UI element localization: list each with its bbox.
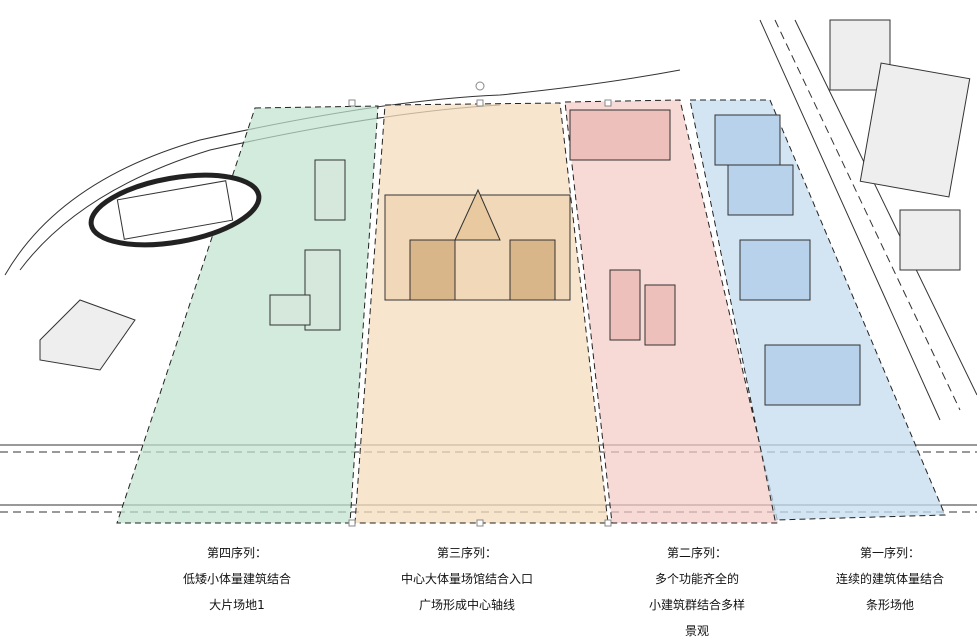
- caption-title: 第四序列：: [206, 546, 267, 560]
- caption-second-sequence: 第二序列： 多个功能齐全的 小建筑群结合多样 景观: [597, 540, 797, 644]
- zone-third-sequence: [354, 102, 609, 524]
- caption-line: 连续的建筑体量结合: [835, 572, 944, 586]
- caption-line: 小建筑群结合多样: [648, 598, 745, 612]
- caption-title: 第二序列：: [666, 546, 727, 560]
- caption-line: 多个功能齐全的: [654, 572, 739, 586]
- caption-fourth-sequence: 第四序列： 低矮小体量建筑结合 大片场地1: [137, 540, 337, 618]
- caption-line: 中心大体量场馆结合入口: [400, 572, 533, 586]
- caption-line: 景观: [684, 624, 709, 638]
- sports-track: [88, 172, 262, 248]
- buildings: [39, 19, 971, 406]
- caption-first-sequence: 第一序列： 连续的建筑体量结合 条形场他: [790, 540, 977, 618]
- caption-line: 条形场他: [865, 598, 914, 612]
- caption-line: 广场形成中心轴线: [418, 598, 515, 612]
- caption-title: 第一序列：: [859, 546, 920, 560]
- selection-handles[interactable]: [348, 81, 612, 527]
- caption-third-sequence: 第三序列： 中心大体量场馆结合入口 广场形成中心轴线: [367, 540, 567, 618]
- caption-line: 大片场地1: [209, 598, 265, 612]
- caption-title: 第三序列：: [436, 546, 497, 560]
- caption-line: 低矮小体量建筑结合: [182, 572, 291, 586]
